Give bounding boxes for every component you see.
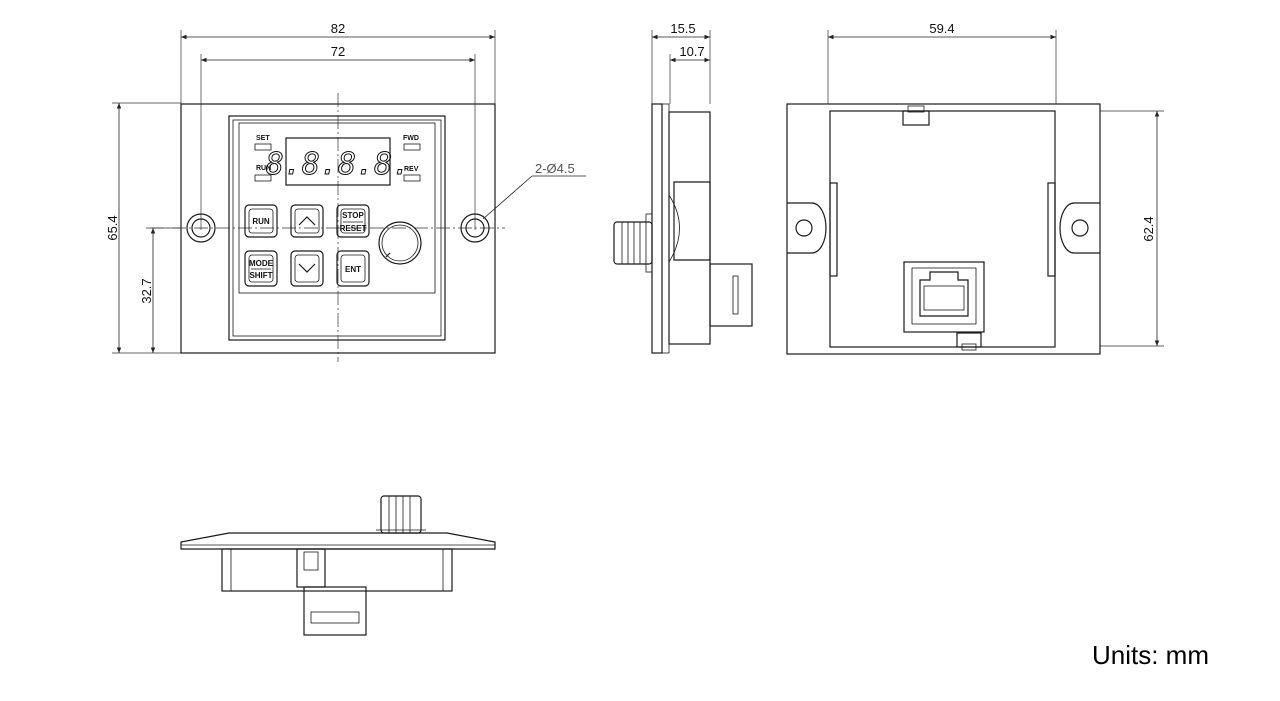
dim-height-32-7-label: 32.7	[139, 278, 154, 303]
dim-width-72-label: 72	[331, 44, 345, 59]
back-body	[829, 110, 1056, 348]
led-fwd: FWD	[403, 135, 421, 151]
led-run: RUN	[254, 165, 272, 182]
up-button[interactable]	[290, 204, 324, 238]
led-set-label: SET	[256, 135, 270, 142]
bottom-body	[221, 548, 453, 592]
mount-hole-left	[186, 213, 216, 243]
dim-depth-15-5: 15.5	[651, 21, 711, 104]
back-hole-left	[787, 202, 827, 254]
potentiometer-knob[interactable]	[378, 221, 422, 265]
down-button[interactable]	[290, 250, 324, 287]
mode-label: MODE	[249, 259, 274, 268]
side-knob	[613, 213, 653, 273]
side-plate	[651, 103, 663, 354]
front-view: 82 72 65.4 32.7	[105, 21, 586, 362]
mode-shift-button[interactable]: MODE SHIFT	[244, 250, 278, 287]
down-arrow-icon	[298, 263, 316, 273]
shift-label: SHIFT	[249, 271, 272, 280]
back-view: 59.4 62.4	[786, 21, 1164, 355]
led-fwd-label: FWD	[403, 135, 419, 142]
hole-note-label: 2-Ø4.5	[535, 161, 575, 176]
units-label: Units: mm	[1092, 640, 1209, 670]
bottom-view	[180, 495, 496, 636]
dim-width-72: 72	[200, 44, 476, 230]
up-arrow-icon	[298, 216, 316, 226]
dim-height-62-4-label: 62.4	[1141, 216, 1156, 241]
stop-label: STOP	[342, 211, 364, 220]
rj45-port-icon	[903, 261, 985, 333]
dim-depth-10-7-label: 10.7	[679, 44, 704, 59]
bottom-latch	[296, 548, 367, 636]
dim-width-59-4-label: 59.4	[929, 21, 954, 36]
display-digits: 8.8.8.8.	[266, 147, 411, 182]
dim-height-62-4: 62.4	[1100, 110, 1164, 347]
dim-height-65-4-label: 65.4	[105, 215, 120, 240]
led-run-label: RUN	[256, 165, 271, 172]
side-latch	[709, 263, 753, 327]
reset-label: RESET	[340, 224, 367, 233]
knob-indicator-icon	[385, 252, 391, 258]
led-set: SET	[254, 135, 272, 151]
led-rev: REV	[403, 166, 421, 182]
dim-height-65-4: 65.4	[105, 102, 181, 354]
stop-reset-button[interactable]: STOP RESET	[336, 204, 370, 238]
bottom-plate	[180, 532, 496, 550]
bottom-knob	[376, 495, 426, 534]
dim-depth-10-7: 10.7	[669, 44, 710, 104]
side-body	[668, 111, 711, 345]
side-view: 15.5 10.7	[613, 21, 753, 354]
enter-button[interactable]: ENT	[336, 250, 370, 287]
enter-button-label: ENT	[345, 265, 361, 274]
back-hole-right	[1059, 202, 1100, 254]
seven-segment-display: 8.8.8.8.	[265, 137, 411, 186]
dim-width-82-label: 82	[331, 21, 345, 36]
dim-width-59-4: 59.4	[827, 21, 1057, 104]
hole-note: 2-Ø4.5	[482, 161, 586, 220]
dim-depth-15-5-label: 15.5	[670, 21, 695, 36]
back-plate	[786, 103, 1101, 355]
dim-width-82: 82	[180, 21, 496, 104]
dim-height-32-7: 32.7	[139, 227, 181, 353]
run-button-label: RUN	[252, 217, 270, 226]
led-rev-label: REV	[404, 166, 419, 173]
run-button[interactable]: RUN	[244, 204, 278, 238]
